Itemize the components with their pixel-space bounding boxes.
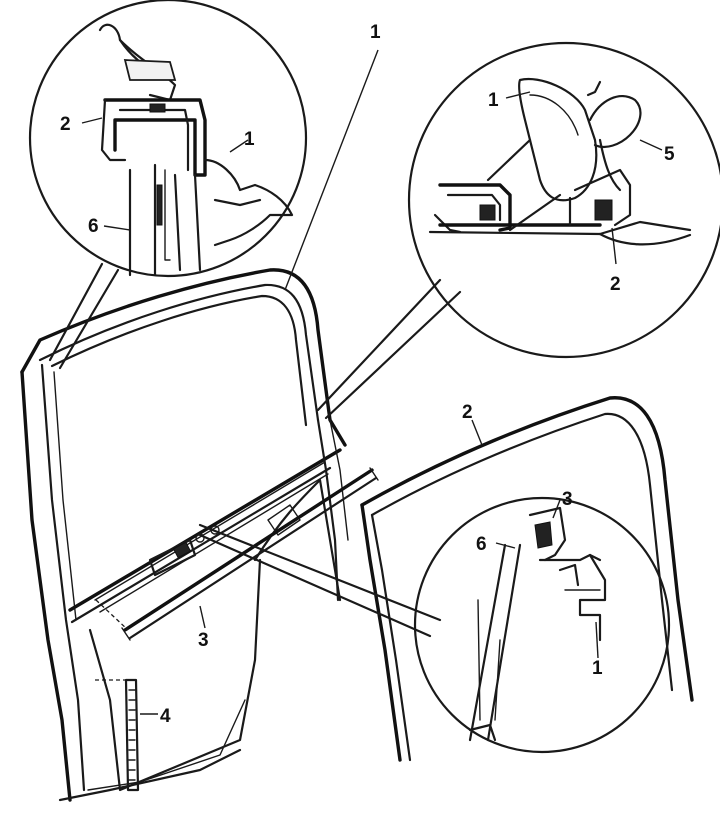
callout-rail-3: 3 <box>198 630 209 651</box>
callout-bottom-right-3: 3 <box>562 489 573 510</box>
callout-post-4: 4 <box>160 706 171 727</box>
magnifier-circle-top-right <box>407 41 720 359</box>
callout-top-left-1: 1 <box>244 129 255 150</box>
connector-lines <box>48 49 483 715</box>
callout-top-left-2: 2 <box>60 114 71 135</box>
callout-bottom-right-6: 6 <box>476 534 487 555</box>
callout-right-panel-2: 2 <box>462 402 473 423</box>
callout-top-right-2: 2 <box>610 274 621 295</box>
seal-frame-right <box>360 396 694 762</box>
callout-top-right-1: 1 <box>488 90 499 111</box>
magnifier-circle-top-left <box>28 0 308 278</box>
callout-top-left-6: 6 <box>88 216 99 237</box>
magnifier-circle-bottom-right <box>413 496 671 754</box>
callout-top-center-1: 1 <box>370 22 381 43</box>
callout-labels: 2 1 6 1 1 5 2 2 3 6 1 3 4 <box>60 22 675 727</box>
callout-bottom-right-1: 1 <box>592 658 603 679</box>
callout-top-right-5: 5 <box>664 144 675 165</box>
